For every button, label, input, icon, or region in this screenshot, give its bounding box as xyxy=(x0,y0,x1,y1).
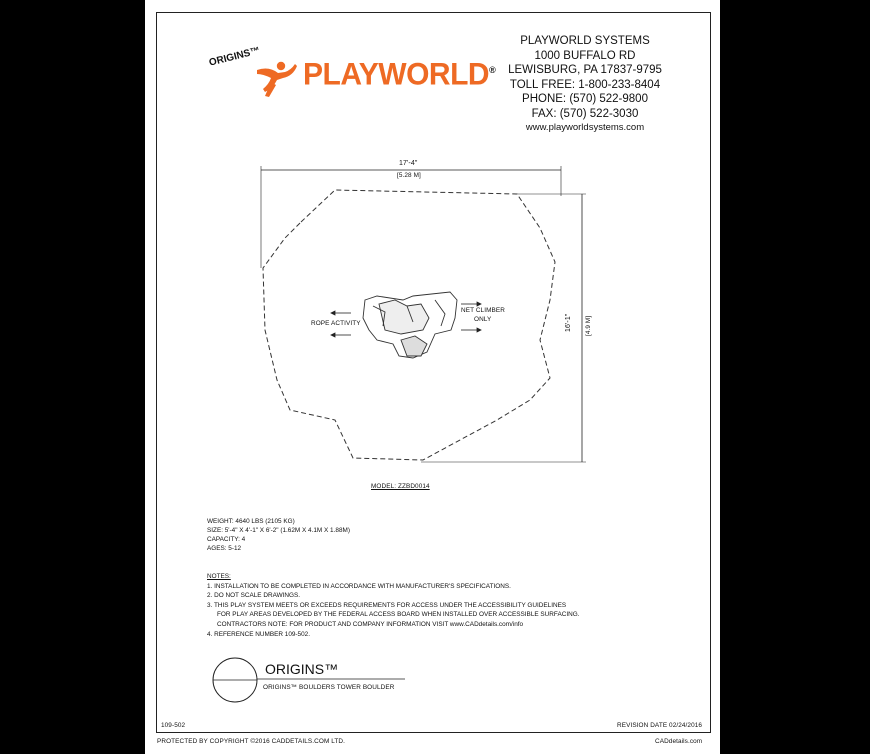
note-4: 4. REFERENCE NUMBER 109-502. xyxy=(207,630,310,638)
company-address-2: LEWISBURG, PA 17837-9795 xyxy=(508,64,662,76)
company-info: PLAYWORLD SYSTEMS 1000 BUFFALO RD LEWISB… xyxy=(505,34,665,136)
depth-m-label: [4.9 M] xyxy=(585,315,592,336)
company-phone: PHONE: (570) 522-9800 xyxy=(522,93,648,105)
spec-weight: WEIGHT: 4640 LBS (2105 KG) xyxy=(207,518,295,525)
company-website: www.playworldsystems.com xyxy=(525,122,645,133)
drawing-sheet: ORIGINS™ PLAYWORLD® PLAYWORLD SYSTEMS 10… xyxy=(145,0,720,754)
company-name: PLAYWORLD SYSTEMS xyxy=(520,35,650,47)
caddetails-site: CADdetails.com xyxy=(655,738,703,745)
reference-number: 109-502 xyxy=(161,722,186,729)
revision-date: REVISION DATE 02/24/2016 xyxy=(617,722,703,729)
activity-arrows xyxy=(330,301,482,338)
note-3c: CONTRACTORS NOTE: FOR PRODUCT AND COMPAN… xyxy=(217,620,524,628)
spec-capacity: CAPACITY: 4 xyxy=(207,536,246,543)
drawing-border xyxy=(156,12,711,733)
company-fax: FAX: (570) 522-3030 xyxy=(531,107,639,120)
notes-block: NOTES: 1. INSTALLATION TO BE COMPLETED I… xyxy=(207,572,579,639)
specs-block: WEIGHT: 4640 LBS (2105 KG) SIZE: 5'-4" X… xyxy=(207,517,350,553)
company-address-1: 1000 BUFFALO RD xyxy=(534,49,636,62)
width-ft-label: 17'-4" xyxy=(399,160,418,167)
use-zone-outline xyxy=(262,189,556,461)
note-3b: FOR PLAY AREAS DEVELOPED BY THE FEDERAL … xyxy=(217,611,580,619)
depth-ft-label: 16'-1" xyxy=(565,313,572,332)
playworld-brand-text: PLAYWORLD xyxy=(303,57,490,92)
spec-ages: AGES: 5-12 xyxy=(207,545,242,552)
plan-drawing xyxy=(260,166,586,463)
note-1: 1. INSTALLATION TO BE COMPLETED IN ACCOR… xyxy=(207,582,511,590)
tower-boulder-plan xyxy=(362,291,458,359)
model-label: MODEL: ZZBD0014 xyxy=(371,483,430,490)
title-product: ORIGINS™ xyxy=(265,661,339,677)
company-toll-free: TOLL FREE: 1-800-233-8404 xyxy=(509,78,661,91)
note-2: 2. DO NOT SCALE DRAWINGS. xyxy=(207,592,301,600)
net-climber-label: NET CLIMBER xyxy=(461,307,505,314)
copyright-text: PROTECTED BY COPYRIGHT ©2016 CADDETAILS.… xyxy=(157,738,346,745)
notes-heading: NOTES: xyxy=(207,573,231,580)
spec-size: SIZE: 5'-4" X 4'-1" X 6'-2" (1.62M X 4.1… xyxy=(207,527,350,534)
rope-activity-label: ROPE ACTIVITY xyxy=(311,320,361,327)
registered-mark: ® xyxy=(489,64,496,76)
net-climber-only-label: ONLY xyxy=(474,316,492,323)
playworld-logo: PLAYWORLD® xyxy=(303,57,496,93)
width-m-label: [5.28 M] xyxy=(397,172,421,179)
title-subtitle: ORIGINS™ BOULDERS TOWER BOULDER xyxy=(263,684,395,691)
note-3a: 3. THIS PLAY SYSTEM MEETS OR EXCEEDS REQ… xyxy=(207,601,567,609)
